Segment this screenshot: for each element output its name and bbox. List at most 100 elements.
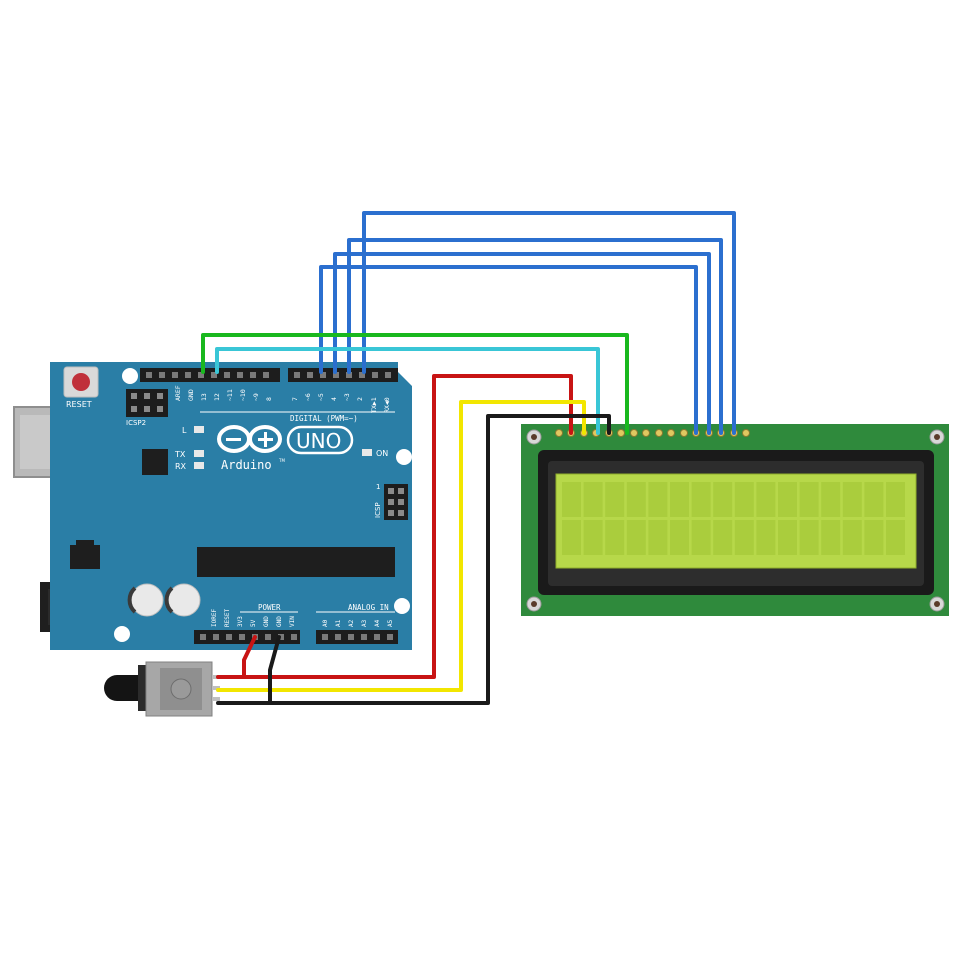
wire-d2 xyxy=(362,211,736,435)
pin-label-11: ~11 xyxy=(226,389,234,401)
reset-button[interactable] xyxy=(63,366,99,398)
brand-tm: TM xyxy=(278,458,285,463)
wire-rs xyxy=(201,333,629,435)
lcd-cell xyxy=(756,520,776,555)
pin-label-10: ~10 xyxy=(239,389,247,401)
lcd-cell xyxy=(626,520,646,555)
wires xyxy=(201,211,736,705)
led-on-label: ON xyxy=(376,449,388,458)
pin-label-5: ~5 xyxy=(317,393,325,401)
wire-d3 xyxy=(347,238,723,435)
lcd-cell xyxy=(562,520,581,555)
pin-label-gnd1: GND xyxy=(263,616,270,627)
led-rx xyxy=(194,462,204,469)
icsp-pin1-label: 1 xyxy=(376,483,380,491)
led-on xyxy=(362,449,372,456)
potentiometer xyxy=(104,661,220,717)
analog-label: ANALOG IN xyxy=(348,603,389,612)
pin-label-4: 4 xyxy=(330,397,338,401)
pin-label-a5: A5 xyxy=(387,619,394,627)
pin-label-gnd: GND xyxy=(187,389,195,401)
lcd-cell xyxy=(864,482,884,517)
lcd-cell xyxy=(864,520,884,555)
power-label: POWER xyxy=(258,603,281,612)
brand-uno: UNO xyxy=(296,429,341,453)
icsp-header xyxy=(384,484,408,520)
pin-label-8: 8 xyxy=(265,397,273,401)
wire-contrast xyxy=(216,400,586,692)
reset-label: RESET xyxy=(66,400,92,409)
wire-5v xyxy=(216,374,573,679)
lcd-cell xyxy=(691,482,711,517)
led-rx-label: RX xyxy=(175,462,187,471)
pin-label-2: 2 xyxy=(356,397,364,401)
lcd-cell xyxy=(778,482,797,517)
voltage-regulator xyxy=(70,545,100,569)
power-header xyxy=(194,630,300,644)
lcd-cell xyxy=(842,520,862,555)
led-tx-label: TX xyxy=(174,450,186,459)
lcd-cell xyxy=(605,482,625,517)
lcd-cell xyxy=(756,482,776,517)
pin-label-a2: A2 xyxy=(348,619,355,627)
lcd-cell xyxy=(713,482,733,517)
lcd-cell xyxy=(799,482,819,517)
lcd-cell xyxy=(821,520,841,555)
pin-label-a0: A0 xyxy=(322,619,329,627)
lcd-cell xyxy=(886,482,905,517)
pin-label-12: 12 xyxy=(213,393,221,401)
pin-label-a3: A3 xyxy=(361,619,368,627)
pin-label-3: ~3 xyxy=(343,393,351,401)
lcd-cell xyxy=(842,482,862,517)
pin-label-ioref: IOREF xyxy=(211,609,218,627)
lcd-cell xyxy=(734,520,754,555)
icsp2-header xyxy=(126,389,168,417)
lcd-cell xyxy=(734,482,754,517)
brand-arduino: Arduino xyxy=(221,458,272,472)
led-tx xyxy=(194,450,204,457)
pin-label-vin: VIN xyxy=(289,616,296,627)
wire-gnd xyxy=(216,414,611,705)
lcd-cell xyxy=(562,482,581,517)
lcd-16x2-module xyxy=(521,424,949,616)
pin-label-9: ~9 xyxy=(252,393,260,401)
pin-label-a4: A4 xyxy=(374,619,381,627)
pin-label-reset: RESET xyxy=(224,609,231,627)
pin-label-6: ~6 xyxy=(304,393,312,401)
lcd-cell xyxy=(691,520,711,555)
lcd-cell xyxy=(583,520,603,555)
digital-label: DIGITAL (PWM=~) xyxy=(290,414,358,423)
led-l-label: L xyxy=(182,426,187,435)
arduino-logo-icon xyxy=(217,425,282,453)
pin-label-13: 13 xyxy=(200,393,208,401)
capacitor xyxy=(164,583,201,617)
wire-d5 xyxy=(319,265,698,435)
lcd-cell xyxy=(626,482,646,517)
icsp-label: ICSP xyxy=(374,502,382,518)
lcd-cell xyxy=(583,482,603,517)
lcd-cell xyxy=(821,482,841,517)
pin-label-aref: AREF xyxy=(174,385,182,401)
pin-label-7: 7 xyxy=(291,397,299,401)
wire-5v-board xyxy=(242,635,257,679)
icsp2-label: ICSP2 xyxy=(126,419,146,427)
pin-label-3v3: 3V3 xyxy=(237,616,244,627)
uno-badge xyxy=(286,425,354,455)
wire-d4 xyxy=(333,252,711,435)
wire-enable xyxy=(215,347,600,435)
lcd-cell xyxy=(648,482,668,517)
lcd-cell xyxy=(886,520,905,555)
pin-label-rx0: RX◀0 xyxy=(383,397,391,413)
lcd-cell xyxy=(670,482,689,517)
board-pcb xyxy=(50,362,412,650)
usb-chip xyxy=(142,449,168,475)
pin-label-5v: 5V xyxy=(250,619,257,627)
pin-label-a1: A1 xyxy=(335,619,342,627)
pin-label-tx1: TX▶1 xyxy=(370,397,378,413)
pin-label-gnd2: GND xyxy=(276,616,283,627)
lcd-cell xyxy=(648,520,668,555)
lcd-cell xyxy=(670,520,689,555)
lcd-cell xyxy=(778,520,797,555)
lcd-cell xyxy=(799,520,819,555)
